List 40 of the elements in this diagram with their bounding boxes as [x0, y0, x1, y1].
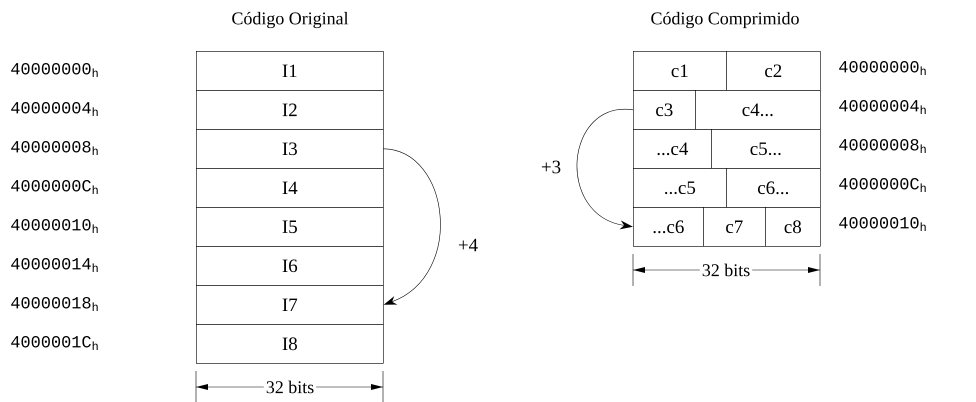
address-label: 40000010$_{h}$: [839, 217, 926, 231]
memory-cell: c2: [726, 51, 821, 91]
memory-cell: I1: [196, 51, 384, 91]
memory-cell: c3: [633, 90, 696, 130]
memory-cell: ...c4: [633, 129, 712, 169]
memory-cell: I8: [196, 324, 384, 364]
address-label: 4000000C$_{h}$: [839, 178, 926, 192]
column-heading: Código Original: [232, 12, 348, 28]
memory-cell: ...c5: [633, 168, 727, 208]
column-heading: Código Comprimido: [651, 12, 799, 28]
memory-cell: c6...: [726, 168, 821, 208]
memory-cell: I5: [196, 207, 384, 247]
memory-cell: c8: [765, 207, 821, 247]
memory-cell: c5...: [711, 129, 821, 169]
dimension-label: 32 bits: [266, 380, 314, 394]
memory-cell: c4...: [695, 90, 821, 130]
address-label: 40000004$_{h}$: [11, 102, 98, 116]
memory-cell: ...c6: [633, 207, 704, 247]
address-label: 40000010$_{h}$: [11, 219, 98, 233]
address-label: 40000014$_{h}$: [11, 258, 98, 272]
memory-cell: c7: [703, 207, 766, 247]
address-label: 40000000$_{h}$: [839, 61, 926, 75]
edge-label: +4: [458, 238, 478, 252]
dimension-label: 32 bits: [702, 264, 750, 276]
memory-cell: I2: [196, 90, 384, 130]
edge-label: +3: [542, 160, 560, 174]
jump-arrow: [576, 110, 634, 230]
address-label: 40000004$_{h}$: [839, 100, 926, 114]
address-label: 40000008$_{h}$: [11, 141, 98, 155]
address-label: 4000000C$_{h}$: [11, 180, 98, 194]
memory-cell: c1: [633, 51, 727, 91]
address-label: 40000008$_{h}$: [839, 139, 926, 153]
memory-cell: I4: [196, 168, 384, 208]
address-label: 40000018$_{h}$: [11, 297, 98, 311]
address-label: 40000000$_{h}$: [11, 63, 98, 77]
jump-arrow: [383, 148, 440, 305]
address-label: 4000001C$_{h}$: [11, 336, 98, 350]
memory-cell: I3: [196, 129, 384, 169]
memory-cell: I7: [196, 285, 384, 325]
memory-cell: I6: [196, 246, 384, 286]
